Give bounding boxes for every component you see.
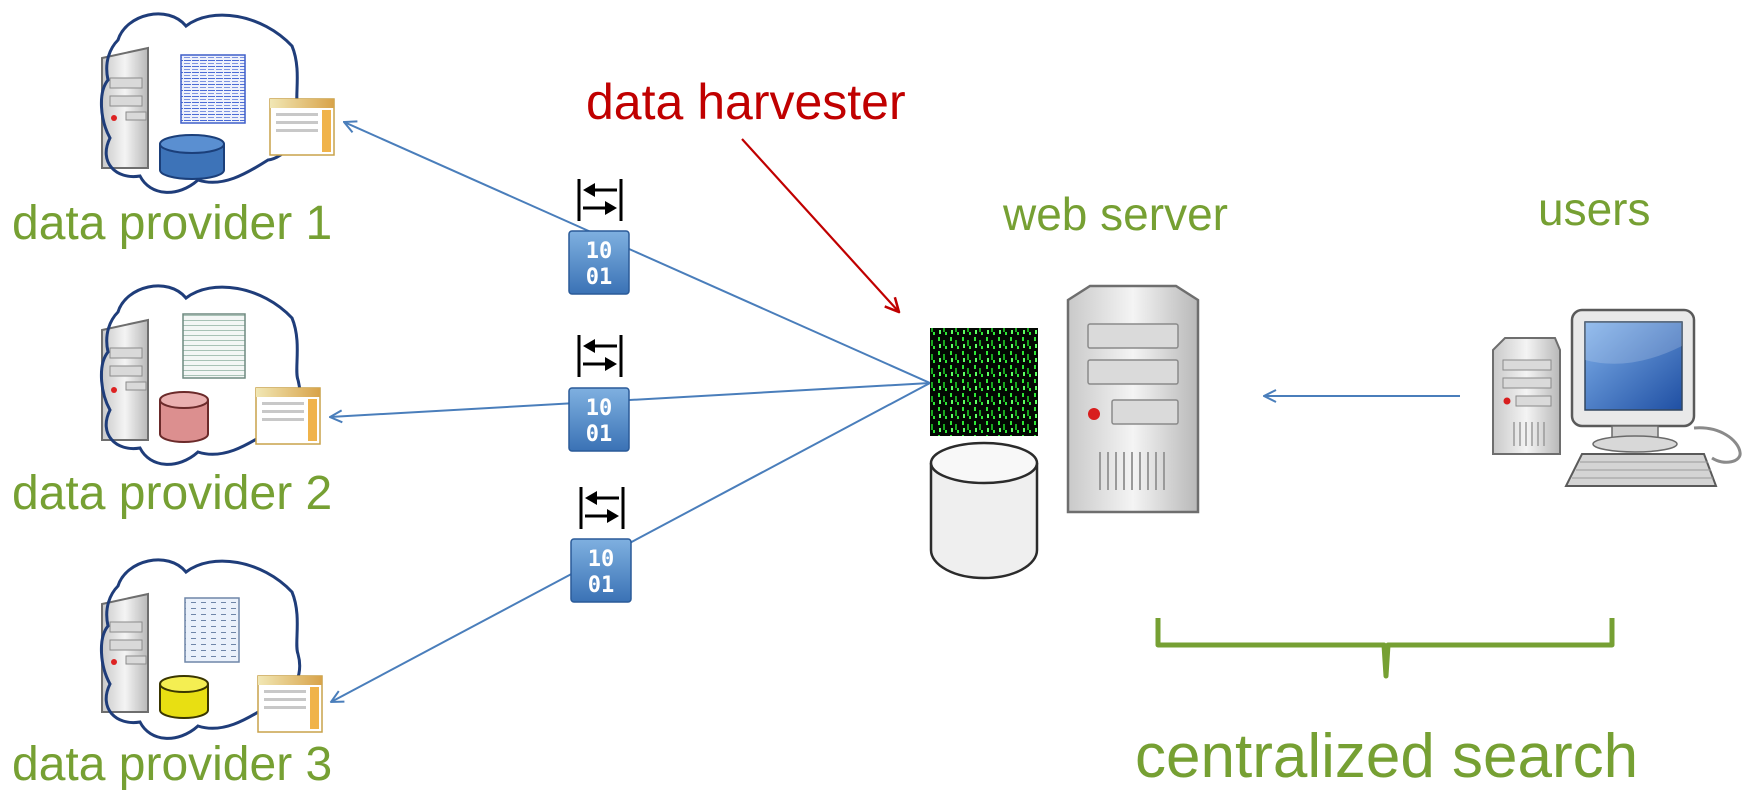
app-window-icon <box>269 98 335 156</box>
binary-data-icon: 10 01 <box>568 387 630 452</box>
harvest-arrows <box>330 122 931 702</box>
users-label: users <box>1538 183 1651 235</box>
binary-data-icon: 10 01 <box>570 538 632 603</box>
cloud-outline <box>99 284 302 466</box>
matrix-code-icon <box>930 328 1038 436</box>
arrow-to-provider-2 <box>330 382 931 417</box>
app-window-icon <box>257 675 323 733</box>
server-tower-icon <box>101 46 149 169</box>
spreadsheet-thumbnail-icon <box>182 313 246 379</box>
database-icon <box>159 134 225 180</box>
exchange-arrows-icon <box>577 335 623 377</box>
harvester-label: data harvester <box>586 74 906 130</box>
web-server-label: web server <box>1003 188 1228 240</box>
svg-text:10: 10 <box>586 239 613 264</box>
app-window-icon <box>255 387 321 445</box>
provider-1-label: data provider 1 <box>12 197 333 250</box>
keyboard-icon <box>1564 453 1718 487</box>
central-database-icon <box>929 441 1039 580</box>
provider-3-label: data provider 3 <box>12 738 333 791</box>
mouse-cable <box>1693 426 1742 464</box>
binary-data-icon: 10 01 <box>568 230 630 295</box>
cloud-outline <box>99 12 302 194</box>
monitor-icon <box>1570 308 1696 453</box>
svg-text:10: 10 <box>586 396 613 421</box>
database-icon <box>159 675 209 719</box>
server-tower-icon <box>101 318 149 441</box>
provider-2-label: data provider 2 <box>12 467 333 520</box>
database-icon <box>159 391 209 443</box>
document-thumbnail-icon <box>184 597 240 663</box>
desktop-tower-icon <box>1492 337 1561 455</box>
protocol-badge-3: 10 01 <box>570 487 632 603</box>
web-server-icon <box>1066 284 1200 514</box>
data-provider-1 <box>99 12 335 194</box>
user-computer-icon <box>1492 308 1742 487</box>
cloud-outline <box>99 558 302 740</box>
server-tower-icon <box>101 592 149 713</box>
exchange-arrows-icon <box>579 487 625 529</box>
exchange-arrows-icon <box>577 179 623 221</box>
centralized-search-label: centralized search <box>1135 722 1639 791</box>
data-provider-3 <box>99 558 323 740</box>
data-provider-2 <box>99 284 321 466</box>
svg-text:10: 10 <box>588 547 615 572</box>
svg-text:01: 01 <box>588 573 615 598</box>
spreadsheet-thumbnail-icon <box>180 54 246 124</box>
arrow-to-provider-1 <box>344 122 931 384</box>
protocol-badge-2: 10 01 <box>568 335 630 452</box>
svg-text:01: 01 <box>586 265 613 290</box>
svg-text:01: 01 <box>586 422 613 447</box>
search-scope-brace <box>1155 618 1615 679</box>
protocol-badge-1: 10 01 <box>568 179 630 295</box>
harvester-pointer-arrow <box>741 138 899 312</box>
